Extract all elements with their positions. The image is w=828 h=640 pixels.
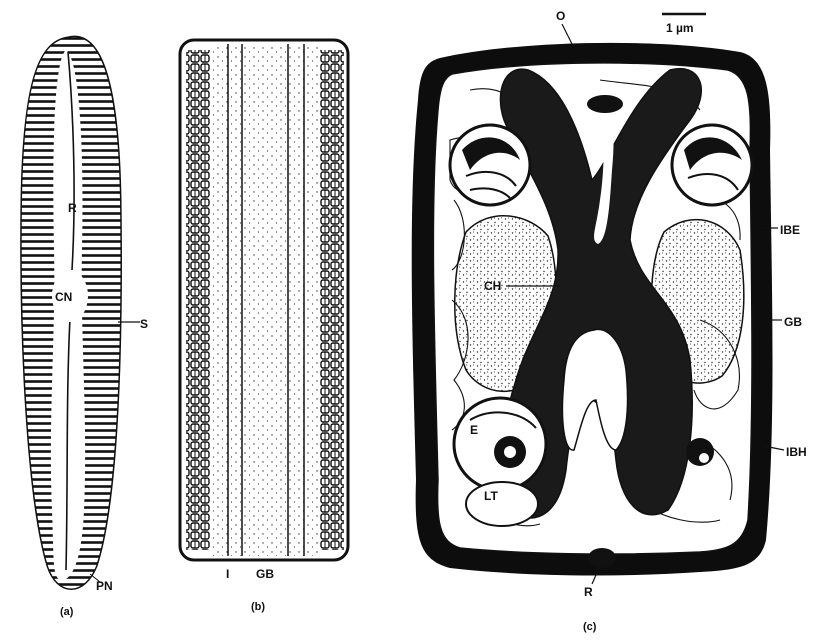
top-body: [587, 95, 623, 113]
label-inner-band-hypotheca: IBH: [786, 445, 807, 459]
striae-right: [320, 50, 344, 550]
striae-left: [186, 50, 210, 550]
label-polar-nodule: PN: [96, 579, 113, 593]
panel-c: 1 µm O: [412, 9, 807, 633]
caption-a: (a): [60, 606, 74, 618]
panel-a: R CN S PN (a): [20, 30, 148, 618]
label-lipid: LT: [484, 489, 498, 503]
scale-bar-label: 1 µm: [666, 21, 694, 35]
label-raphe: R: [68, 201, 77, 215]
label-element-e: E: [470, 423, 478, 437]
leader-opening: [562, 24, 572, 44]
organelle-bottom-right: [686, 438, 714, 466]
label-striae: S: [140, 317, 148, 331]
caption-c: (c): [583, 621, 597, 633]
panel-b: I GB (b): [180, 40, 348, 613]
label-girdle-band: GB: [256, 567, 274, 581]
label-inner-band-epitheca: IBE: [780, 223, 800, 237]
raphe-node: [588, 548, 616, 568]
lipid-droplet: [466, 482, 538, 526]
label-chloroplast: CH: [484, 279, 501, 293]
label-intercalary: I: [226, 567, 229, 581]
label-opening: O: [556, 9, 565, 23]
label-central-nodule: CN: [55, 290, 72, 304]
label-girdle-band-c: GB: [784, 315, 802, 329]
organelle-top-right: [672, 125, 752, 205]
organelle-top-left: [450, 125, 530, 205]
organelle-bottom-left: [454, 398, 546, 490]
label-raphe-c: R: [584, 585, 593, 599]
caption-b: (b): [251, 601, 265, 613]
